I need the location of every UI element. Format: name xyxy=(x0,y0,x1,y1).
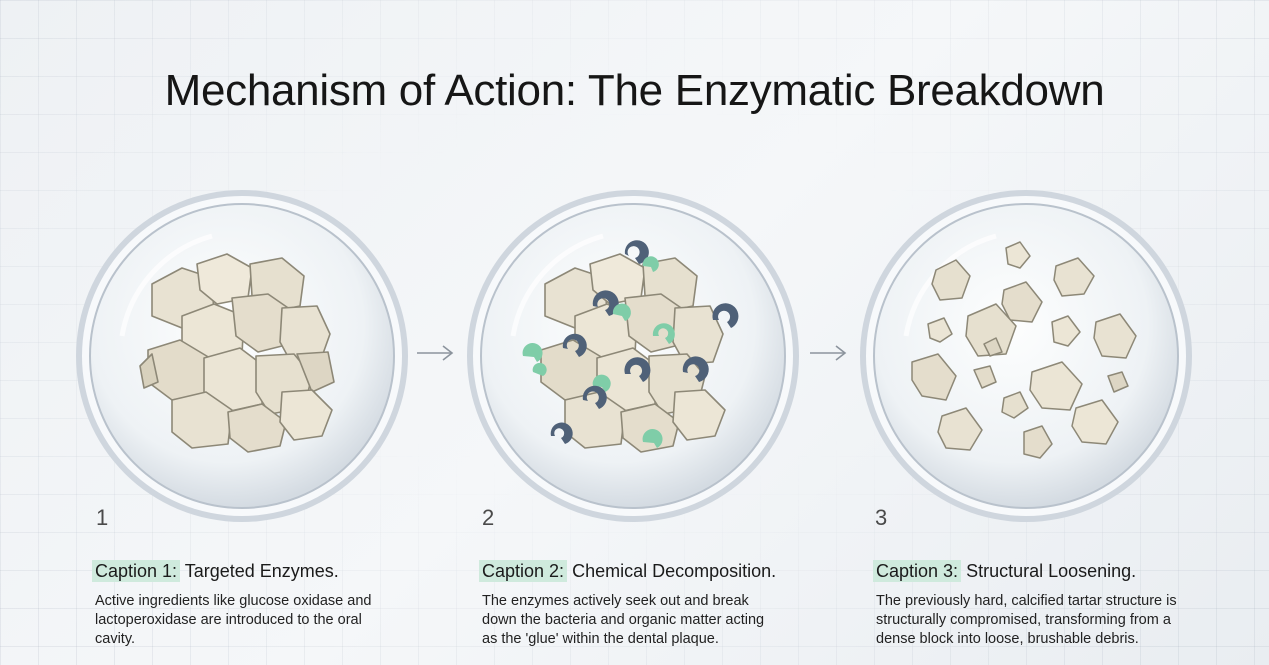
caption-2-label: Caption 2: xyxy=(479,560,568,582)
caption-3: Caption 3: Structural Loosening. xyxy=(873,560,1137,582)
description-3: The previously hard, calcified tartar st… xyxy=(876,593,1177,647)
step-number-2: 2 xyxy=(482,505,495,530)
step-number-1: 1 xyxy=(96,505,109,530)
caption-1-text: Targeted Enzymes. xyxy=(180,561,339,581)
caption-3-text: Structural Loosening. xyxy=(961,561,1137,581)
tartar-block-icon xyxy=(139,253,335,453)
arrow-right-icon xyxy=(808,342,848,364)
arrow-right-icon xyxy=(415,342,455,364)
page-title: Mechanism of Action: The Enzymatic Break… xyxy=(164,66,1105,115)
caption-3-label: Caption 3: xyxy=(873,560,962,582)
step-number-3: 3 xyxy=(875,505,888,530)
description-2: The enzymes actively seek out and break … xyxy=(482,593,765,647)
caption-2: Caption 2: Chemical Decomposition. xyxy=(479,560,777,582)
debris-icon xyxy=(911,241,1137,459)
description-1: Active ingredients like glucose oxidase … xyxy=(95,593,372,647)
caption-1: Caption 1: Targeted Enzymes. xyxy=(92,560,339,582)
caption-1-label: Caption 1: xyxy=(92,560,181,582)
petri-dish-1-icon xyxy=(72,186,412,526)
caption-2-text: Chemical Decomposition. xyxy=(567,561,777,581)
petri-dish-3-icon xyxy=(856,186,1196,526)
enzyme-icon xyxy=(522,240,739,448)
tartar-block-icon xyxy=(540,253,726,453)
petri-dish-2-icon xyxy=(463,186,803,526)
